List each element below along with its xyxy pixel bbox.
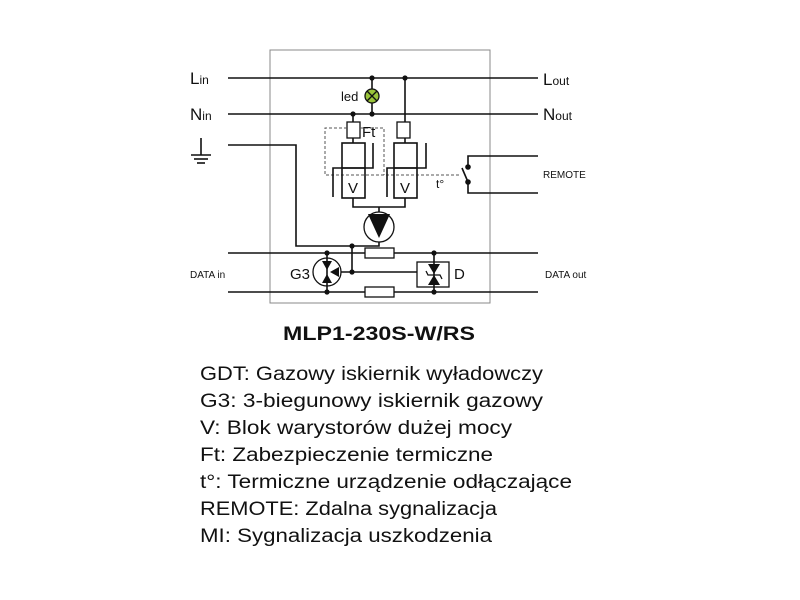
remote-switch-icon <box>461 155 538 194</box>
wire <box>352 198 406 208</box>
junction-dot <box>369 111 375 117</box>
legend: GDT: Gazowy iskiernik wyładowczy G3: 3-b… <box>200 364 572 547</box>
ft-label: Ft <box>362 124 376 141</box>
thermal-fuse-1 <box>346 121 361 139</box>
junction-dot <box>369 75 375 81</box>
n-out-label: Nout <box>543 105 573 124</box>
thermal-link <box>360 127 385 175</box>
ground-icon <box>191 138 211 164</box>
l-out-label: Lout <box>543 70 570 89</box>
legend-item: REMOTE: Zdalna sygnalizacja <box>200 499 497 520</box>
varistor-2 <box>386 142 427 199</box>
junction-dot <box>349 243 355 249</box>
led-icon <box>364 88 380 104</box>
legend-item: Ft: Zabezpieczenie termiczne <box>200 445 493 466</box>
legend-item: t°: Termiczne urządzenie odłączające <box>200 472 572 493</box>
v2-label: V <box>400 180 410 197</box>
data-in-label: DATA in <box>190 270 225 281</box>
device-enclosure <box>269 49 491 304</box>
data-out-label: DATA out <box>545 270 587 281</box>
gdt-icon <box>363 211 395 243</box>
temp-label: t° <box>436 177 444 191</box>
resistor-1 <box>364 247 395 259</box>
model-title: MLP1-230S-W/RS <box>283 324 475 345</box>
thermal-link <box>324 127 460 176</box>
legend-item: V: Blok warystorów dużej mocy <box>200 418 513 439</box>
ground-wire <box>228 144 380 247</box>
diode-icon <box>416 250 450 295</box>
n-in-label: Nin <box>190 105 212 124</box>
v1-label: V <box>348 180 358 197</box>
resistor-2 <box>364 286 395 298</box>
g3-label: G3 <box>290 266 310 283</box>
legend-item: MI: Sygnalizacja uszkodzenia <box>200 526 492 547</box>
g3-icon <box>312 250 342 295</box>
d-label: D <box>454 266 465 283</box>
legend-item: G3: 3-biegunowy iskiernik gazowy <box>200 391 544 412</box>
led-label: led <box>341 89 358 104</box>
thermal-fuse-2 <box>396 121 411 139</box>
legend-item: GDT: Gazowy iskiernik wyładowczy <box>200 364 544 385</box>
l-in-label: Lin <box>190 69 209 88</box>
remote-label: REMOTE <box>543 170 586 181</box>
